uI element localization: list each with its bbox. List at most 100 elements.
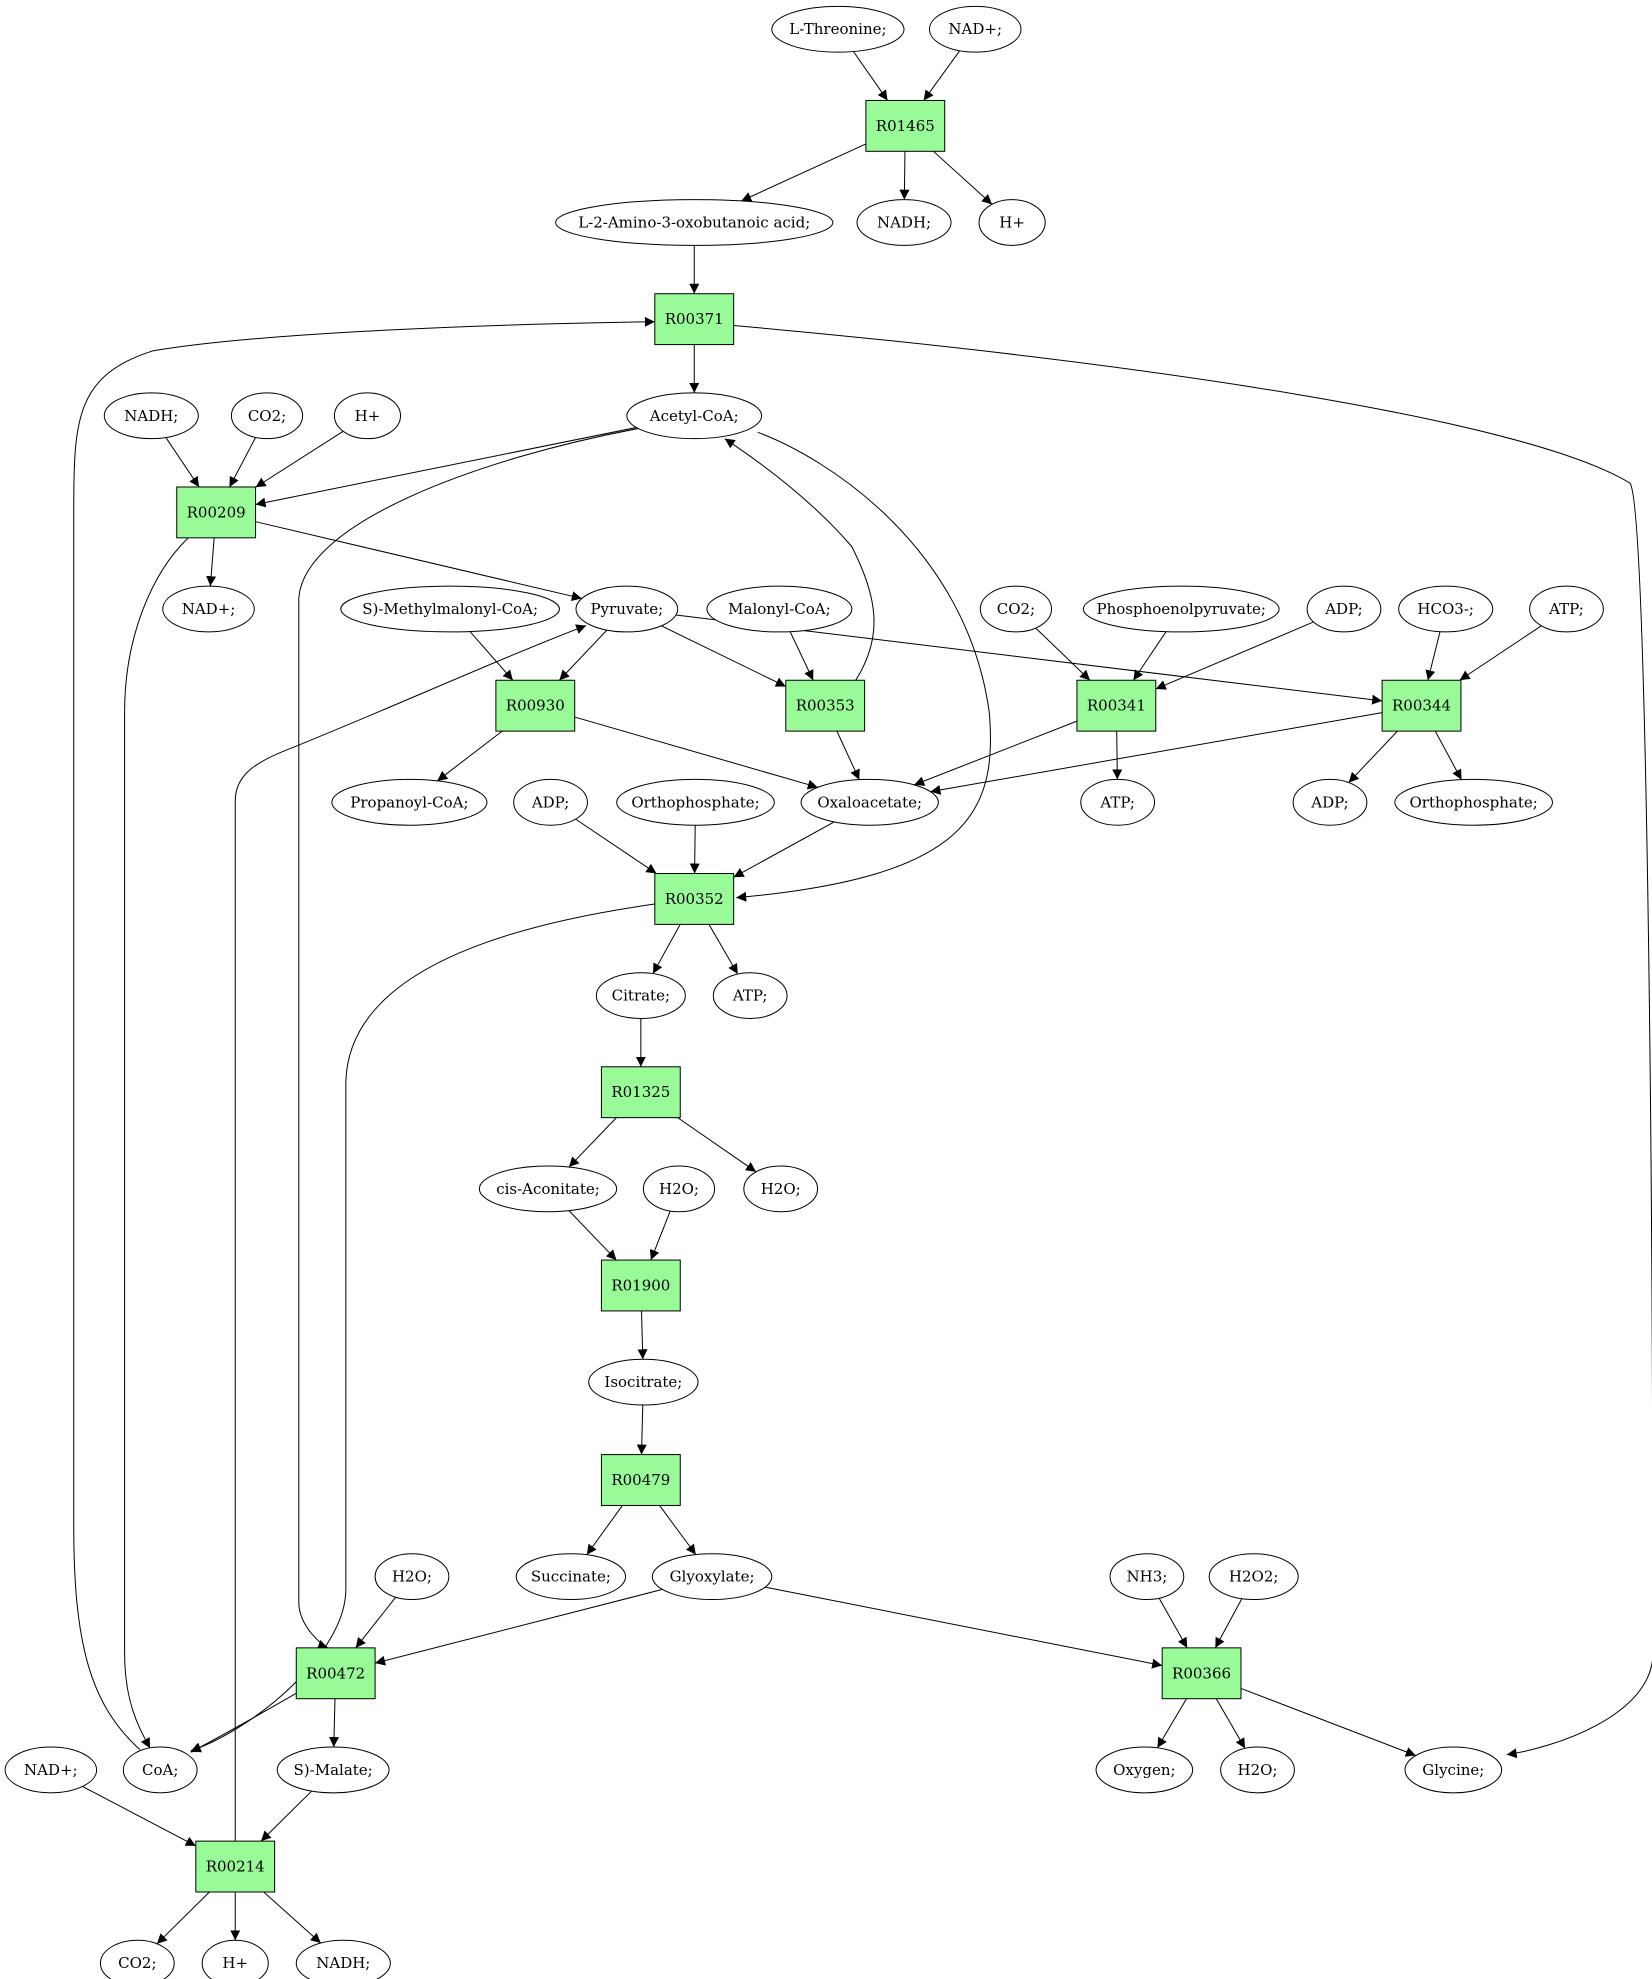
compound-ellipse bbox=[1529, 585, 1604, 633]
reaction-label: R00209 bbox=[187, 503, 246, 521]
edge-c_isoc-to-r00479 bbox=[636, 1404, 647, 1455]
compound-node: H2O; bbox=[374, 1553, 450, 1601]
edge-c_pyr-to-r00353 bbox=[661, 625, 787, 687]
compound-ellipse bbox=[1082, 585, 1280, 633]
compound-node: ADP; bbox=[1306, 585, 1382, 633]
compound-node: Malonyl-CoA; bbox=[706, 585, 853, 633]
reaction-node-r00352: R00352 bbox=[654, 873, 735, 925]
edge-r00366-to-c_h2o4 bbox=[1215, 1698, 1246, 1749]
compound-label: Phosphoenolpyruvate; bbox=[1097, 600, 1266, 618]
reaction-label: R01325 bbox=[611, 1083, 670, 1101]
edge-r00930-to-c_prop bbox=[436, 730, 503, 782]
reaction-box bbox=[176, 486, 257, 539]
compound-node: CO2; bbox=[230, 392, 304, 440]
edge-c_h2o3-to-r00472 bbox=[355, 1596, 397, 1649]
compound-ellipse bbox=[4, 1746, 98, 1794]
edge-r00352-to-c_coa bbox=[190, 903, 655, 1753]
edge-r00341-to-c_atp2 bbox=[1112, 731, 1123, 780]
edge-r00341-to-c_oaa bbox=[914, 720, 1078, 786]
edge-c_acoa-to-r00352 bbox=[736, 431, 992, 902]
edge-r00930-to-c_oaa bbox=[574, 716, 818, 790]
reaction-box bbox=[1076, 679, 1157, 732]
compound-label: H+ bbox=[222, 1954, 248, 1972]
compound-label: CO2; bbox=[997, 600, 1035, 618]
compound-ellipse bbox=[588, 1358, 699, 1406]
compound-node: Isocitrate; bbox=[588, 1358, 699, 1406]
reaction-label: R00352 bbox=[665, 890, 724, 908]
compound-ellipse bbox=[1398, 585, 1494, 633]
compound-node: NAD+; bbox=[928, 5, 1022, 53]
compound-ellipse bbox=[651, 1553, 773, 1601]
compound-ellipse bbox=[706, 585, 853, 633]
edge-r01900-to-c_isoc bbox=[637, 1310, 648, 1360]
compound-node: ATP; bbox=[1529, 585, 1604, 633]
edge-r00209-to-c_coa bbox=[124, 537, 189, 1749]
compound-label: H2O; bbox=[659, 1180, 699, 1198]
reaction-node-r01900: R01900 bbox=[600, 1259, 681, 1312]
edge-r00344-to-c_oaa bbox=[930, 712, 1383, 795]
reaction-node-r00366: R00366 bbox=[1161, 1647, 1242, 1700]
edge-r01465-to-c_amino bbox=[741, 143, 867, 202]
compound-node: CO2; bbox=[979, 585, 1053, 633]
compound-label: ADP; bbox=[1324, 600, 1362, 618]
compound-label: Orthophosphate; bbox=[631, 793, 759, 811]
edges bbox=[73, 50, 1652, 1945]
compound-node: cis-Aconitate; bbox=[478, 1165, 618, 1213]
edge-r00371-to-c_gly bbox=[733, 325, 1652, 1759]
compound-label: ATP; bbox=[732, 987, 768, 1005]
compound-node: Orthophosphate; bbox=[1394, 778, 1554, 826]
compound-node: Phosphoenolpyruvate; bbox=[1082, 585, 1280, 633]
compound-node: CO2; bbox=[99, 1939, 175, 1979]
compound-node: ADP; bbox=[513, 778, 588, 826]
edge-c_co2b-to-r00341 bbox=[1035, 627, 1091, 681]
compound-node: HCO3-; bbox=[1398, 585, 1494, 633]
edge-r00479-to-c_glyox bbox=[659, 1505, 697, 1555]
compound-ellipse bbox=[230, 392, 304, 440]
reaction-box bbox=[195, 1840, 276, 1893]
compound-node: H2O2; bbox=[1208, 1553, 1299, 1601]
compound-node: NADH; bbox=[103, 392, 199, 440]
compound-label: Orthophosphate; bbox=[1409, 793, 1537, 811]
compound-node: H2O; bbox=[743, 1165, 819, 1213]
compound-label: H2O; bbox=[392, 1568, 432, 1586]
edge-r00344-to-c_pi2 bbox=[1434, 730, 1462, 780]
compound-node: S)-Malate; bbox=[276, 1746, 390, 1794]
compound-node-target: Glycine; bbox=[1404, 1746, 1503, 1794]
compound-ellipse bbox=[201, 1939, 269, 1979]
compound-node: CoA; bbox=[122, 1746, 198, 1794]
reaction-box bbox=[785, 679, 866, 732]
compound-ellipse bbox=[122, 1746, 198, 1794]
reaction-box bbox=[654, 873, 735, 925]
compound-label: Oxygen; bbox=[1113, 1761, 1175, 1779]
compound-ellipse bbox=[515, 1553, 627, 1601]
edge-c_pyr-to-r00930 bbox=[559, 629, 608, 681]
compound-label: CoA; bbox=[142, 1761, 178, 1779]
compound-label: NADH; bbox=[316, 1954, 370, 1972]
compound-ellipse bbox=[1220, 1746, 1295, 1794]
edge-c_co2a-to-r00209 bbox=[229, 437, 257, 488]
compound-node: H2O; bbox=[1220, 1746, 1295, 1794]
edge-c_smm-to-r00930 bbox=[469, 631, 514, 681]
compound-label: NAD+; bbox=[948, 20, 1002, 38]
compound-ellipse bbox=[800, 778, 939, 826]
compound-ellipse bbox=[103, 392, 199, 440]
reaction-box bbox=[600, 1066, 681, 1119]
reaction-label: R00371 bbox=[665, 310, 724, 328]
reaction-node-r00353: R00353 bbox=[785, 679, 866, 732]
compound-ellipse bbox=[374, 1553, 450, 1601]
compound-ellipse bbox=[478, 1165, 618, 1213]
compound-ellipse bbox=[276, 1746, 390, 1794]
compound-ellipse bbox=[743, 1165, 819, 1213]
compound-node: NAD+; bbox=[162, 585, 255, 633]
edge-c_h2-to-r00209 bbox=[255, 430, 344, 488]
reaction-label: R00472 bbox=[306, 1664, 365, 1682]
compound-ellipse bbox=[162, 585, 255, 633]
reaction-node-r01465: R01465 bbox=[865, 99, 946, 152]
compound-label: Oxaloacetate; bbox=[817, 793, 922, 811]
reaction-label: R00341 bbox=[1087, 697, 1146, 715]
compound-ellipse bbox=[642, 1165, 716, 1213]
compound-label: Malonyl-CoA; bbox=[728, 600, 831, 618]
edge-c_smal-to-r00214 bbox=[260, 1790, 313, 1842]
edge-c_pi1-to-r00352 bbox=[689, 825, 700, 874]
